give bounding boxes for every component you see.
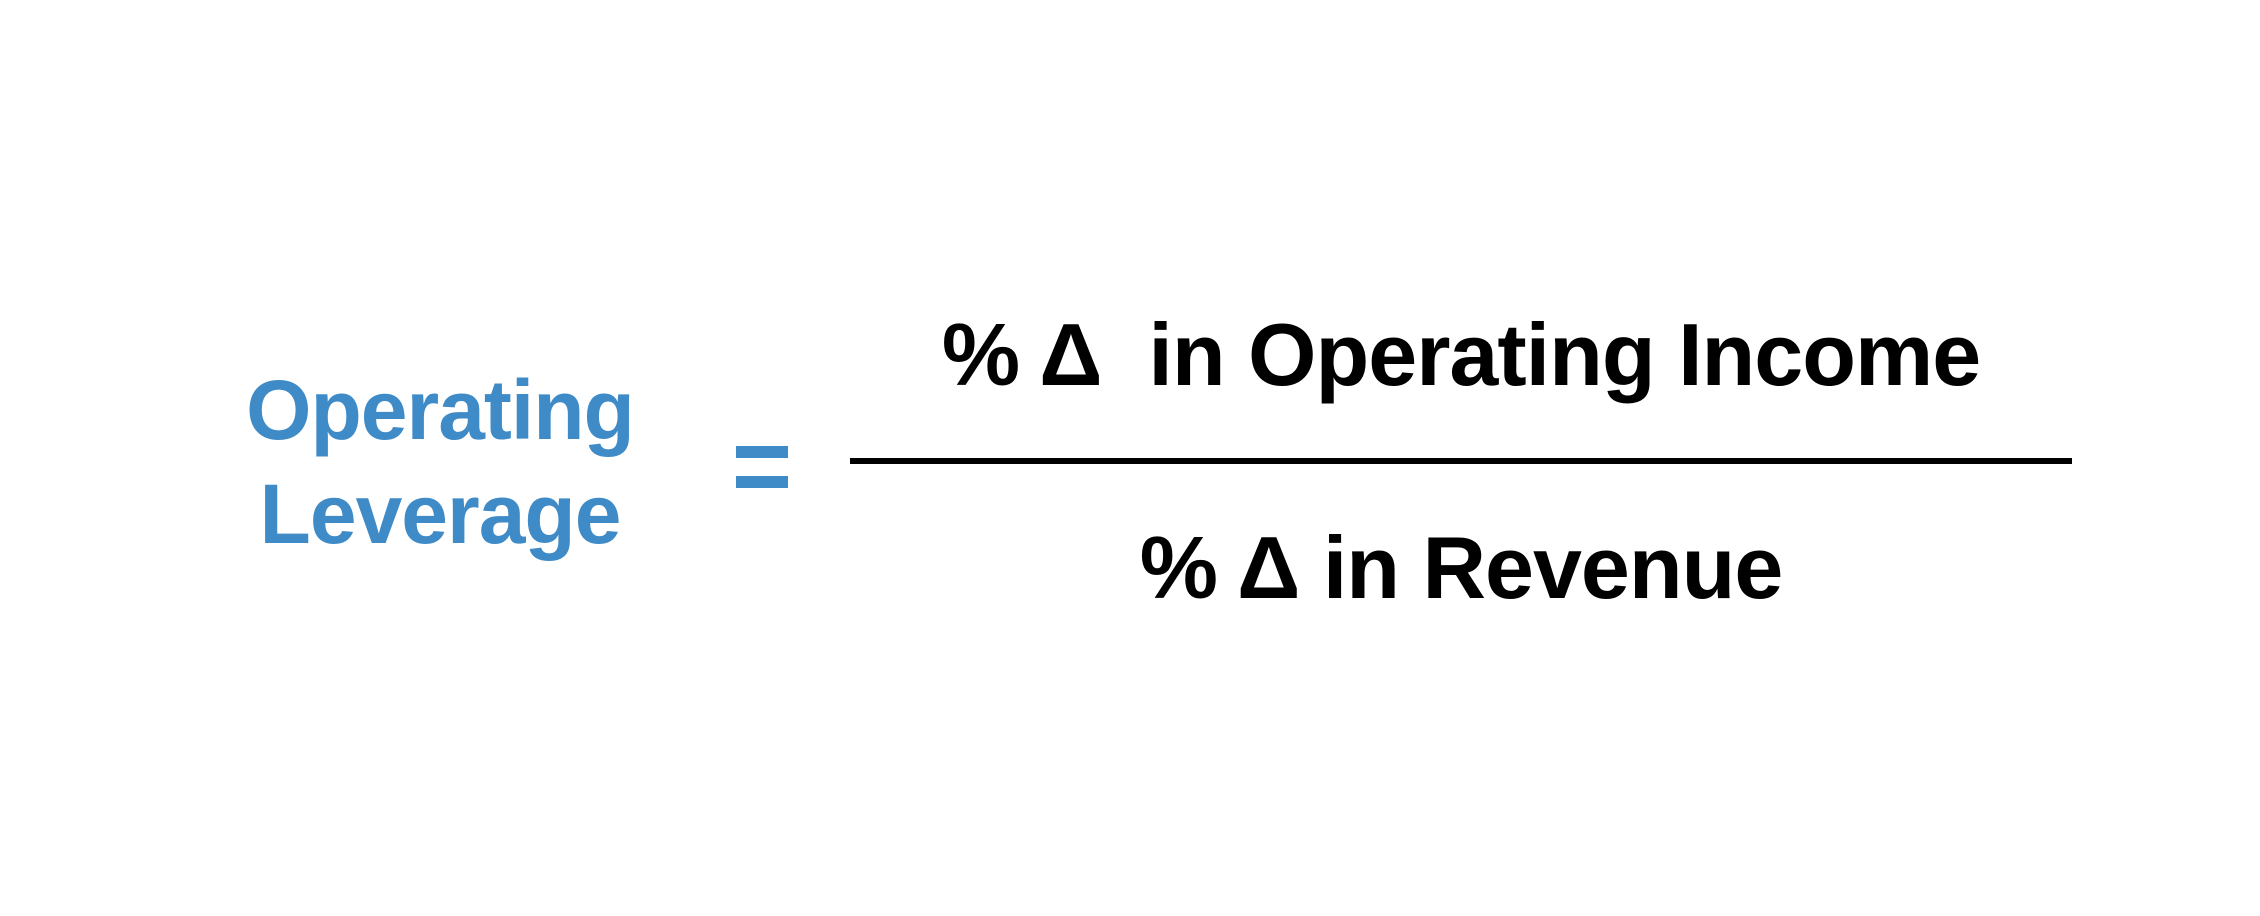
equals-sign-bottom-bar bbox=[736, 476, 788, 488]
lhs-line-2: Leverage bbox=[259, 467, 622, 561]
equals-sign bbox=[736, 446, 788, 488]
fraction-numerator: % Δ in Operating Income bbox=[941, 305, 1981, 404]
equals-sign-top-bar bbox=[736, 446, 788, 458]
formula-left-hand-side: Operating Leverage bbox=[180, 358, 700, 566]
fraction-denominator: % Δ in Revenue bbox=[1139, 518, 1784, 617]
lhs-line-1: Operating bbox=[246, 363, 635, 457]
fraction-bar bbox=[850, 458, 2072, 464]
